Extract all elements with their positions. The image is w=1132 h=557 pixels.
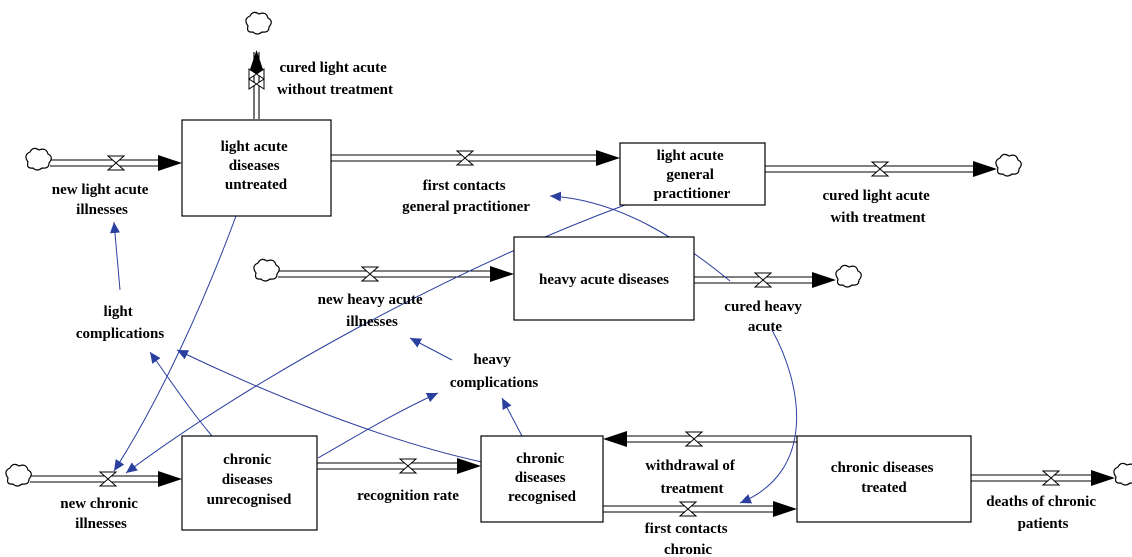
flow-cured-heavy-acute-label: cured heavy acute bbox=[724, 299, 805, 335]
link-heavy-acute-to-first-contacts-gp bbox=[549, 191, 731, 282]
valve-new-light-acute[interactable] bbox=[106, 155, 126, 171]
valve-new-chronic[interactable] bbox=[98, 471, 118, 487]
flow-new-light-acute-label: new light acute illnesses bbox=[52, 182, 152, 218]
cloud-deaths-sink bbox=[1113, 462, 1132, 486]
link-light-untreated-to-new-chronic bbox=[113, 215, 237, 472]
valve-first-contacts-gp[interactable] bbox=[455, 150, 475, 166]
flow-new-chronic-label: new chronic illnesses bbox=[60, 496, 141, 532]
cloud-cured-light-sink bbox=[995, 153, 1022, 177]
cloud-cured-heavy-sink bbox=[835, 264, 862, 288]
pipe-first-contacts-chronic bbox=[603, 501, 797, 517]
stock-chronic-recognised-label: chronic diseases recognised bbox=[508, 451, 577, 505]
pipe-new-heavy-acute bbox=[278, 266, 514, 282]
stock-chronic-unrecognised-label: chronic diseases unrecognised bbox=[207, 452, 292, 508]
stock-light-acute-gp-box[interactable] bbox=[619, 142, 766, 206]
stock-chronic-recognised-box[interactable] bbox=[480, 435, 604, 523]
pipe-first-contacts-gp bbox=[331, 150, 620, 166]
pipe-cured-light-with-treatment bbox=[765, 161, 997, 177]
cloud-new-light-source bbox=[25, 147, 52, 171]
pipe-recognition-rate bbox=[317, 458, 481, 474]
flow-new-heavy-acute-label: new heavy acute illnesses bbox=[318, 292, 427, 330]
pipe-withdrawal bbox=[603, 431, 797, 447]
valve-cured-light-with-treatment[interactable] bbox=[870, 161, 890, 177]
link-cured-heavy-to-first-contacts-chronic bbox=[739, 329, 797, 504]
flow-first-contacts-chronic-label: first contacts chronic bbox=[645, 521, 732, 557]
valve-withdrawal[interactable] bbox=[684, 431, 704, 447]
aux-heavy-complications-label: heavy complications bbox=[450, 352, 538, 391]
flow-cured-light-with-treatment-label: cured light acute with treatment bbox=[823, 188, 934, 226]
link-chronic-recognised-to-light-complications bbox=[176, 349, 483, 463]
flow-cured-light-without-treatment-label: cured light acute without treatment bbox=[277, 60, 393, 98]
pipe-deaths-chronic bbox=[971, 470, 1115, 486]
link-chronic-recognised-to-heavy-complications bbox=[501, 397, 523, 437]
stock-chronic-treated-box[interactable] bbox=[796, 435, 972, 523]
link-light-complications-to-new-light bbox=[109, 221, 121, 291]
stock-heavy-acute-box[interactable] bbox=[513, 236, 695, 321]
pipe-new-chronic bbox=[30, 471, 182, 487]
flow-deaths-chronic-label: deaths of chronic patients bbox=[986, 494, 1099, 532]
link-chronic-unrecognised-to-heavy-complications bbox=[317, 392, 439, 459]
stock-heavy-acute-label: heavy acute diseases bbox=[539, 272, 669, 288]
flow-valves bbox=[98, 68, 1061, 517]
link-light-gp-to-new-chronic bbox=[125, 204, 626, 474]
valve-recognition-rate[interactable] bbox=[398, 458, 418, 474]
link-chronic-unrecognised-to-light-complications bbox=[149, 351, 213, 437]
stock-chronic-treated-label: chronic diseases treated bbox=[831, 460, 937, 496]
cloud-new-heavy-source bbox=[253, 258, 280, 282]
valve-deaths-chronic[interactable] bbox=[1041, 470, 1061, 486]
cloud-new-chronic-source bbox=[5, 463, 32, 487]
valve-cured-heavy-acute[interactable] bbox=[753, 272, 773, 288]
flow-pipes bbox=[30, 50, 1115, 517]
labels: light acute diseases untreated light acu… bbox=[52, 60, 1099, 557]
information-links bbox=[109, 191, 797, 504]
stock-chronic-unrecognised-box[interactable] bbox=[181, 435, 318, 531]
flow-recognition-rate-label: recognition rate bbox=[357, 488, 459, 504]
valve-new-heavy-acute[interactable] bbox=[360, 266, 380, 282]
cloud-top-sink bbox=[245, 11, 272, 35]
flow-first-contacts-gp-label: first contacts general practitioner bbox=[402, 178, 530, 215]
flow-withdrawal-label: withdrawal of treatment bbox=[645, 458, 738, 497]
valve-cured-light-without-treatment[interactable] bbox=[248, 68, 265, 90]
valve-first-contacts-chronic[interactable] bbox=[678, 501, 698, 517]
stocks bbox=[181, 119, 972, 531]
stock-light-acute-gp-label: light acute general practitioner bbox=[654, 148, 731, 202]
stock-light-acute-untreated-label: light acute diseases untreated bbox=[221, 139, 292, 193]
clouds bbox=[5, 11, 1132, 487]
stock-light-acute-untreated-box[interactable] bbox=[181, 119, 332, 217]
aux-light-complications-label: light complications bbox=[76, 304, 164, 342]
link-heavy-complications-to-new-heavy bbox=[409, 337, 453, 361]
